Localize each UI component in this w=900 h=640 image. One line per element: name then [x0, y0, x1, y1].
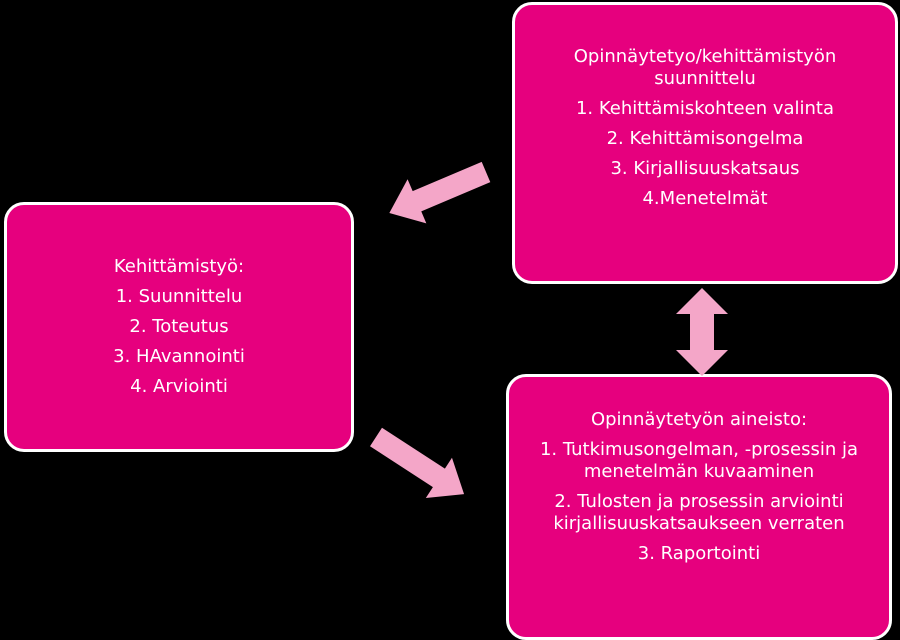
list-item-line2: menetelmän kuvaaminen	[583, 461, 815, 482]
list-item: 2. Toteutus	[129, 316, 229, 337]
list-item: 1. Suunnittelu	[115, 286, 243, 307]
box-kehittamistyo: Kehittämistyö: 1. Suunnittelu 2. Toteutu…	[4, 202, 354, 452]
box-aineisto: Opinnäytetyön aineisto: 1. Tutkimusongel…	[506, 374, 892, 640]
list-item: 4. Arviointi	[130, 376, 228, 397]
box-suunnittelu: Opinnäytetyo/kehittämistyön suunnittelu …	[512, 2, 898, 284]
list-item-line1: 1. Tutkimusongelman, -prosessin ja	[539, 439, 858, 460]
box-title: Kehittämistyö:	[113, 256, 245, 277]
list-item: 3. Raportointi	[637, 543, 761, 564]
list-item-line1: 2. Tulosten ja prosessin arviointi	[554, 491, 844, 512]
list-item: 2. Tulosten ja prosessin arviointi kirja…	[553, 491, 844, 535]
box-title: Opinnäytetyön aineisto:	[590, 409, 808, 430]
list-item: 4.Menetelmät	[642, 188, 768, 209]
list-item: 2. Kehittämisongelma	[606, 128, 804, 149]
box-title-line1: Opinnäytetyo/kehittämistyön	[573, 46, 837, 67]
box-title-line2: suunnittelu	[654, 68, 756, 89]
double-vertical-arrow-icon	[676, 288, 728, 376]
list-item: 1. Kehittämiskohteen valinta	[575, 98, 835, 119]
list-item: 3. HAvannointi	[113, 346, 245, 367]
box-title: Opinnäytetyo/kehittämistyön suunnittelu	[574, 46, 836, 90]
list-item-line2: kirjallisuuskatsaukseen verraten	[553, 513, 845, 534]
arrow-right-icon	[370, 427, 465, 498]
arrow-left-icon	[389, 161, 491, 224]
list-item: 1. Tutkimusongelman, -prosessin ja menet…	[540, 439, 858, 483]
list-item: 3. Kirjallisuuskatsaus	[610, 158, 800, 179]
